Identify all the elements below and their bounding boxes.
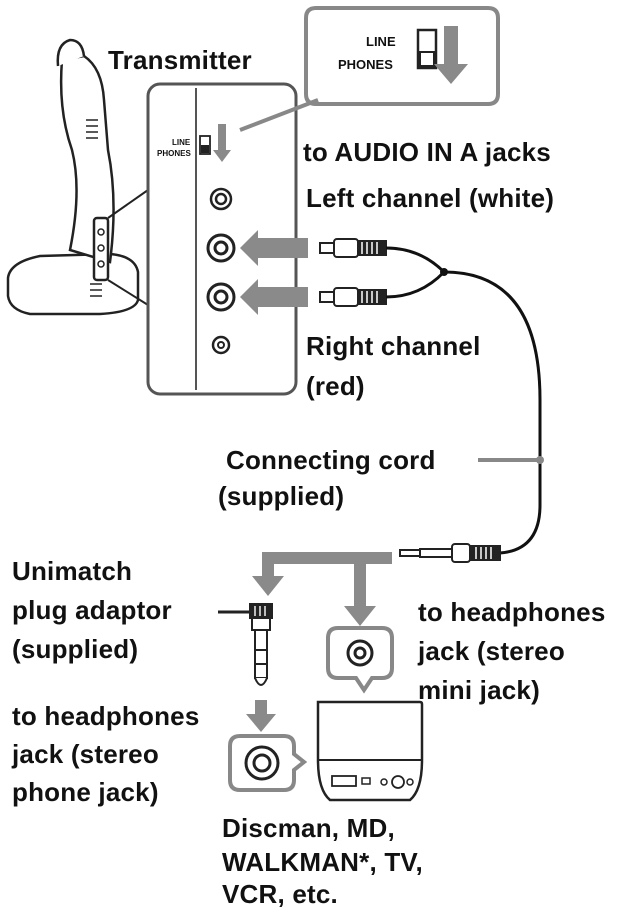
cord-junction (440, 268, 448, 276)
line-label-small: LINE (172, 138, 191, 147)
unimatch-label-line1: Unimatch (12, 556, 133, 586)
devices-label-line2: WALKMAN*, TV, (222, 847, 423, 877)
devices-label-line3: VCR, etc. (222, 879, 338, 909)
phone-jack-bubble (228, 734, 308, 792)
devices-label-line1: Discman, MD, (222, 813, 395, 843)
audio-in-label: to AUDIO IN A jacks (303, 137, 551, 167)
switch-zoom-callout (304, 6, 500, 106)
connecting-cord (385, 246, 542, 555)
stereo-mini-plug (399, 543, 501, 563)
unimatch-label-line3: (supplied) (12, 634, 139, 664)
transmitter-top (56, 38, 86, 67)
connecting-cord-label-line2: (supplied) (218, 481, 345, 511)
line-phones-switch-zoom-knob (419, 51, 435, 67)
left-channel-label: Left channel (white) (306, 183, 555, 213)
portable-player-device (316, 700, 424, 802)
right-channel-label-line1: Right channel (306, 331, 481, 361)
right-channel-label-line2: (red) (306, 371, 365, 401)
cord-label-dot (536, 456, 544, 464)
phone-jack-label-line2: jack (stereo (12, 739, 159, 769)
transmitter-unit (6, 38, 140, 316)
connecting-cord-label-line1: Connecting cord (226, 445, 436, 475)
phone-jack-label-line1: to headphones (12, 701, 200, 731)
rca-plug-right (319, 287, 387, 307)
arrow-to-right-jack (240, 279, 308, 315)
routing-arrows (252, 552, 392, 626)
switch-zoom-pointer (239, 98, 319, 132)
mini-jack-label-line1: to headphones (418, 597, 606, 627)
phones-label-zoom: PHONES (338, 57, 393, 72)
transmitter-stand (59, 54, 115, 264)
line-phones-switch-knob (201, 145, 209, 153)
transmitter-label: Transmitter (108, 45, 252, 75)
unimatch-label-line2: plug adaptor (12, 595, 172, 625)
transmitter-base (6, 252, 140, 316)
rca-plug-left (319, 238, 387, 258)
unimatch-adaptor (249, 603, 273, 686)
line-label-zoom: LINE (366, 34, 396, 49)
switch-arrow-zoom (434, 26, 468, 84)
arrow-to-left-jack (240, 230, 308, 266)
rca-plug-right-grip (361, 291, 378, 303)
jack-panel-jacks (206, 187, 236, 355)
phones-label-small: PHONES (157, 149, 191, 158)
switch-arrow-small (213, 124, 231, 162)
unimatch-adaptor-grip (254, 606, 266, 616)
transmitter-grille (86, 119, 102, 297)
stereo-mini-plug-grip (475, 547, 492, 559)
phone-jack-label-line3: phone jack) (12, 777, 159, 807)
mini-jack-label-line2: jack (stereo (418, 636, 565, 666)
arrow-to-phone-jack (246, 700, 276, 732)
panel-callout-lines (107, 189, 149, 306)
mini-jack-label-line3: mini jack) (418, 675, 540, 705)
mini-jack-bubble (326, 626, 394, 694)
rca-plug-left-grip (361, 242, 378, 254)
